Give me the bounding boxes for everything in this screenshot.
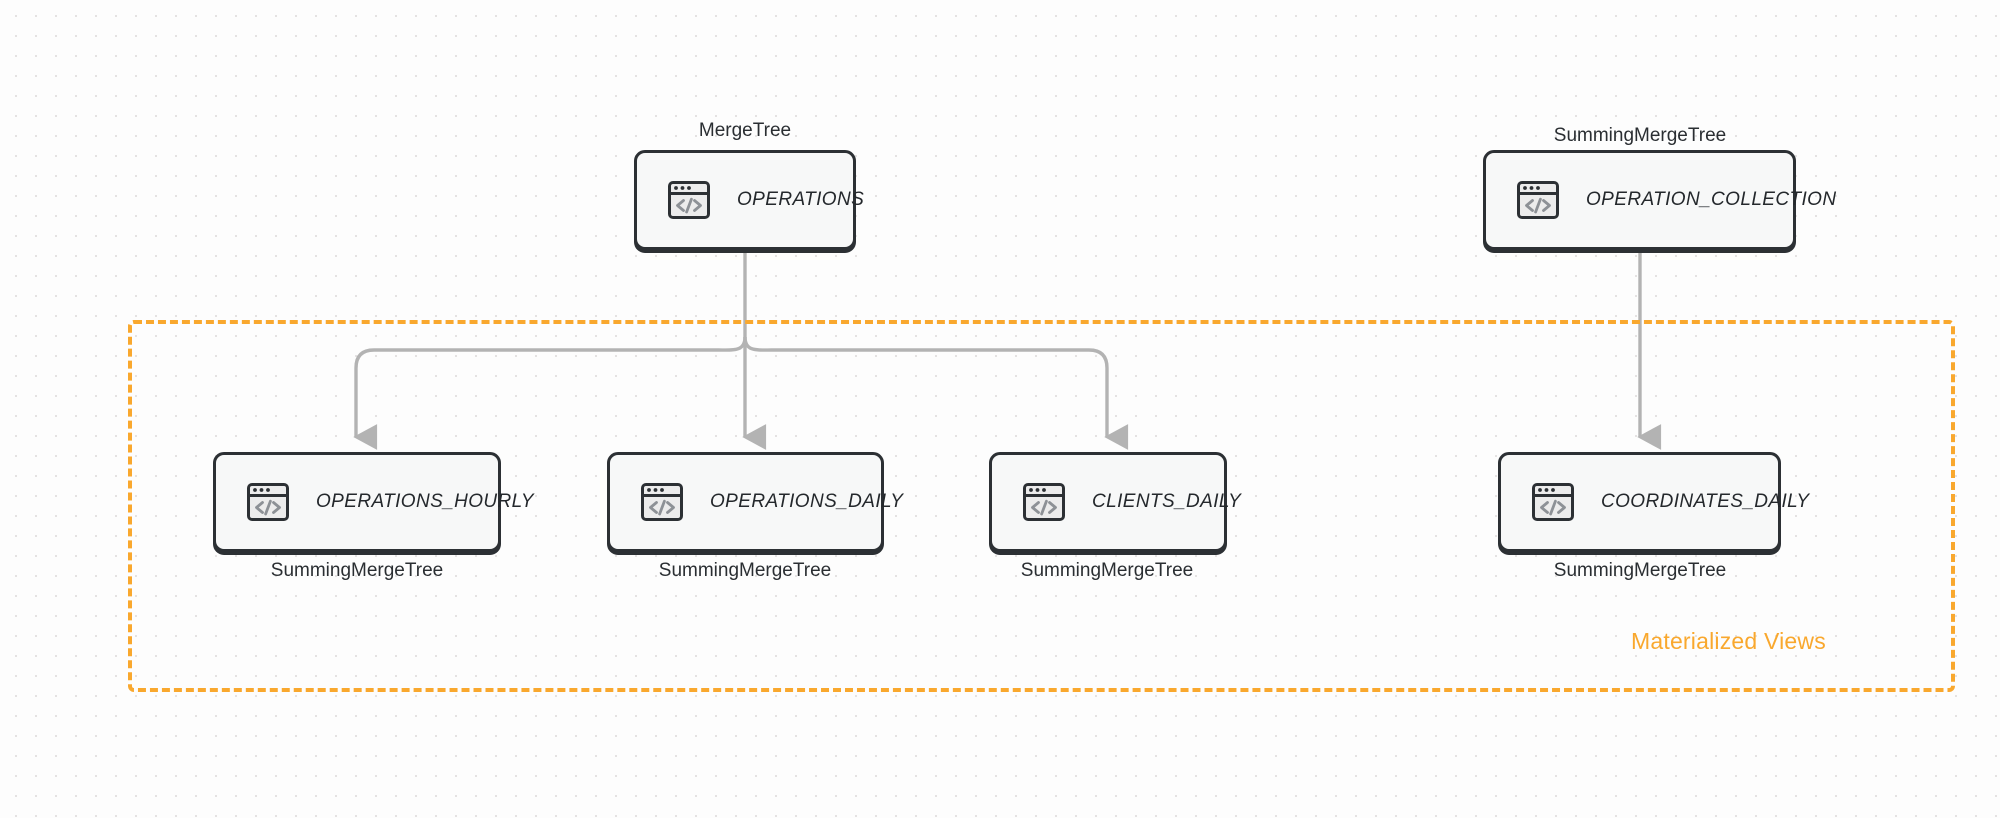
code-window-icon xyxy=(1527,476,1579,528)
code-window-icon xyxy=(1512,174,1564,226)
node-label-operations-daily: OPERATIONS_DAILY xyxy=(710,491,904,512)
node-label-clients-daily: CLIENTS_DAILY xyxy=(1092,491,1242,512)
node-label-coordinates-daily: COORDINATES_DAILY xyxy=(1601,491,1810,512)
code-window-icon xyxy=(663,174,715,226)
engine-caption-operation-collection: SummingMergeTree xyxy=(1553,125,1727,146)
node-operations[interactable]: OPERATIONS xyxy=(634,150,864,250)
engine-caption-operations: MergeTree xyxy=(698,120,792,141)
node-operations-daily[interactable]: OPERATIONS_DAILY xyxy=(607,452,903,552)
engine-caption-operations-hourly: SummingMergeTree xyxy=(270,560,444,581)
node-clients-daily[interactable]: CLIENTS_DAILY xyxy=(989,452,1241,552)
code-window-icon xyxy=(636,476,688,528)
code-window-icon xyxy=(242,476,294,528)
node-operations-hourly[interactable]: OPERATIONS_HOURLY xyxy=(213,452,534,552)
materialized-views-group-label: Materialized Views xyxy=(1631,628,1826,654)
engine-caption-operations-daily: SummingMergeTree xyxy=(658,560,832,581)
engine-caption-coordinates-daily: SummingMergeTree xyxy=(1553,560,1727,581)
node-label-operations: OPERATIONS xyxy=(737,189,865,210)
node-operation-collection[interactable]: OPERATION_COLLECTION xyxy=(1483,150,1836,250)
node-label-operation-collection: OPERATION_COLLECTION xyxy=(1586,189,1837,210)
node-label-operations-hourly: OPERATIONS_HOURLY xyxy=(316,491,534,512)
engine-caption-clients-daily: SummingMergeTree xyxy=(1020,560,1194,581)
materialized-views-group xyxy=(128,320,1955,692)
node-coordinates-daily[interactable]: COORDINATES_DAILY xyxy=(1498,452,1809,552)
code-window-icon xyxy=(1018,476,1070,528)
